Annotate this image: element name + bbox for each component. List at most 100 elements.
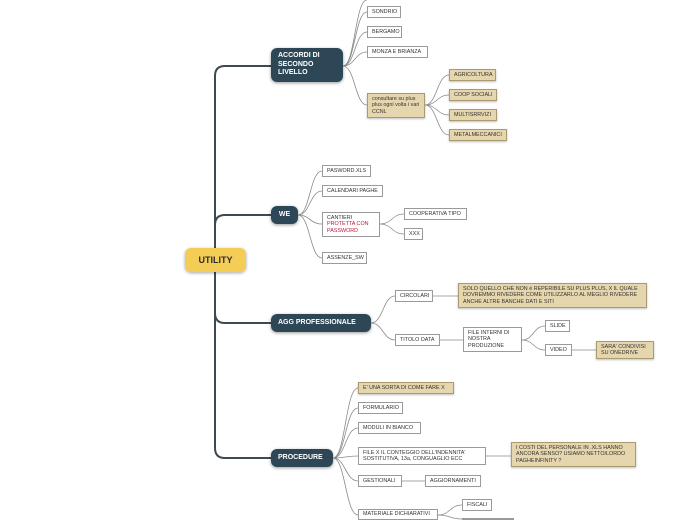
note-label: consultare su plus plus ogni volta i var… — [372, 96, 420, 115]
link-monza — [342, 51, 368, 67]
note-agricoltura[interactable]: AGRICOLTURA — [449, 69, 496, 81]
branch-agg-label: AGG PROFESSIONALE — [278, 318, 356, 326]
cantieri-label: CANTIERI — [327, 215, 353, 222]
leaf-label: VIDEO — [550, 346, 567, 353]
link-circolari — [370, 295, 396, 324]
leaf-monza[interactable]: MONZA E BRIANZA — [367, 46, 428, 58]
leaf-label: MODULI IN BIANCO — [363, 424, 414, 431]
leaf-label: BERGAMO — [372, 28, 400, 35]
link-materiale — [332, 457, 359, 516]
leaf-calendari[interactable]: CALENDARI PAGHE — [322, 185, 383, 197]
leaf-aggiornamenti[interactable]: AGGIORNAMENTI — [425, 475, 481, 487]
branch-we-label: WE — [278, 210, 291, 218]
note-label: SARA' CONDIVISI SU ONEDRIVE — [601, 343, 646, 356]
leaf-label: PASWORD.XLS — [327, 167, 367, 174]
leaf-cantieri[interactable]: CANTIERI PROTETTA CON PASSWORD — [322, 212, 380, 237]
note-label: AGRICOLTURA — [454, 71, 493, 78]
leaf-label: FORMULARIO — [363, 404, 399, 411]
note-come-fare[interactable]: E' UNA SORTA DI COME FARE X — [358, 382, 454, 394]
branch-accordi-label: ACCORDI DI SECONDO LIVELLO — [278, 52, 320, 77]
leaf-label: XXX — [409, 230, 420, 237]
leaf-label: CIRCOLARI — [400, 292, 430, 299]
link-moduli — [332, 427, 359, 459]
leaf-fiscali[interactable]: FISCALI — [462, 499, 492, 511]
link-consultare — [342, 65, 368, 106]
root-node[interactable]: UTILITY — [185, 248, 246, 272]
note-video[interactable]: SARA' CONDIVISI SU ONEDRIVE — [596, 341, 654, 359]
link-coop — [424, 94, 450, 106]
root-label: UTILITY — [198, 255, 233, 265]
trunk-we — [214, 214, 271, 248]
branch-accordi[interactable]: ACCORDI DI SECONDO LIVELLO — [271, 48, 343, 82]
leaf-label: AGGIORNAMENTI — [430, 477, 476, 484]
link-slide — [521, 325, 546, 341]
link-clipped — [437, 514, 463, 520]
leaf-label: TITOLO DATA — [400, 336, 435, 343]
leaf-label: MATERIALE DICHIARATIVI — [363, 511, 430, 518]
link-sondrio — [342, 11, 368, 67]
note-circolari[interactable]: SOLO QUELLO CHE NON è REPERIBILE SU PLUS… — [458, 283, 647, 308]
trunk-agg — [214, 272, 271, 324]
note-label: I COSTI DEL PERSONALE IN .XLS HANNO ANCO… — [516, 445, 626, 464]
link-file-conteggio — [332, 455, 359, 459]
leaf-file-interni[interactable]: FILE INTERNI DI NOSTRA PRODUZIONE — [463, 327, 522, 352]
link-xxx — [379, 223, 405, 235]
note-metalmeccanici[interactable]: METALMECCANICI — [449, 129, 507, 141]
leaf-gestionali[interactable]: GESTIONALI — [358, 475, 402, 487]
leaf-label: FILE X IL CONTEGGIO DELL'INDENNITA' SOST… — [363, 449, 466, 462]
link-cooperativa — [379, 213, 405, 225]
link-metal — [424, 104, 450, 136]
leaf-label: CALENDARI PAGHE — [327, 187, 378, 194]
leaf-pasword[interactable]: PASWORD.XLS — [322, 165, 371, 177]
link-cantieri — [297, 214, 323, 225]
link-gestionali — [332, 457, 359, 482]
leaf-cooperativa[interactable]: COOPERATIVA TIPO — [404, 208, 467, 220]
leaf-video[interactable]: VIDEO — [545, 344, 572, 356]
link-fiscali — [437, 504, 463, 516]
note-label: MULTISRRVIZI — [454, 111, 491, 118]
note-coop-sociali[interactable]: COOP SOCIALI — [449, 89, 497, 101]
leaf-label: FILE INTERNI DI NOSTRA PRODUZIONE — [468, 330, 510, 349]
branch-we[interactable]: WE — [271, 206, 298, 224]
link-formulario — [332, 407, 359, 459]
link-pasword — [297, 170, 323, 216]
leaf-slide[interactable]: SLIDE — [545, 320, 570, 332]
trunk-procedure — [214, 272, 271, 459]
link-calendari — [297, 190, 323, 216]
note-costi[interactable]: I COSTI DEL PERSONALE IN .XLS HANNO ANCO… — [511, 442, 636, 467]
leaf-assenze[interactable]: ASSENZE_SW — [322, 252, 367, 264]
trunk-accordi — [214, 65, 271, 248]
leaf-label: GESTIONALI — [363, 477, 396, 484]
link-titolo — [370, 322, 396, 341]
link-bergamo — [342, 31, 368, 67]
leaf-sondrio[interactable]: SONDRIO — [367, 6, 401, 18]
leaf-label: ASSENZE_SW — [327, 254, 364, 261]
leaf-circolari[interactable]: CIRCOLARI — [395, 290, 433, 302]
branch-procedure[interactable]: PROCEDURE — [271, 449, 333, 467]
branch-agg-professionale[interactable]: AGG PROFESSIONALE — [271, 314, 371, 332]
leaf-label: COOPERATIVA TIPO — [409, 210, 461, 217]
note-label: COOP SOCIALI — [454, 91, 493, 98]
leaf-label: SLIDE — [550, 322, 566, 329]
note-multiservizi[interactable]: MULTISRRVIZI — [449, 109, 497, 121]
leaf-file-conteggio[interactable]: FILE X IL CONTEGGIO DELL'INDENNITA' SOST… — [358, 447, 486, 465]
note-label: SOLO QUELLO CHE NON è REPERIBILE SU PLUS… — [463, 286, 638, 305]
protected-label: PROTETTA CON PASSWORD — [327, 221, 369, 234]
leaf-xxx[interactable]: XXX — [404, 228, 423, 240]
branch-procedure-label: PROCEDURE — [278, 453, 323, 461]
link-come-fare — [332, 387, 359, 459]
note-consultare[interactable]: consultare su plus plus ogni volta i var… — [367, 93, 425, 118]
leaf-bergamo[interactable]: BERGAMO — [367, 26, 402, 38]
leaf-label: SONDRIO — [372, 8, 398, 15]
leaf-formulario[interactable]: FORMULARIO — [358, 402, 403, 414]
note-label: METALMECCANICI — [454, 131, 502, 138]
leaf-moduli[interactable]: MODULI IN BIANCO — [358, 422, 421, 434]
leaf-label: FISCALI — [467, 501, 488, 508]
leaf-materiale[interactable]: MATERIALE DICHIARATIVI — [358, 509, 438, 520]
link-video — [521, 339, 546, 351]
link-agricoltura — [424, 74, 450, 106]
link-assenze — [297, 214, 323, 259]
leaf-titolo-data[interactable]: TITOLO DATA — [395, 334, 440, 346]
